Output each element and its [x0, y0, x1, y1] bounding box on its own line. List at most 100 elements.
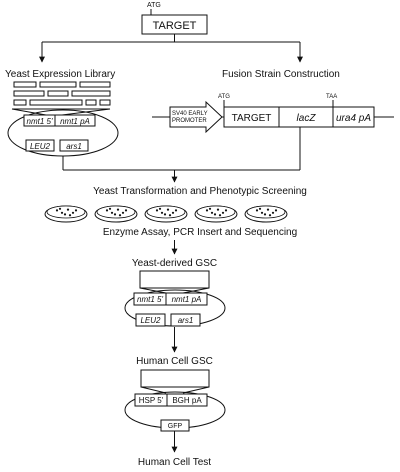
yeast-gsc-terminator-label: nmt1 pA — [172, 295, 202, 304]
colony-dot — [216, 208, 220, 211]
human-gsc-funnel-right — [182, 386, 210, 394]
colony-dot — [108, 207, 112, 210]
fusion-taa-label: TAA — [326, 94, 337, 100]
fusion-atg-label: ATG — [218, 94, 230, 100]
colony-dot — [110, 211, 114, 214]
colony-dot — [260, 211, 264, 214]
top-target-label: TARGET — [153, 20, 197, 32]
colony-dot — [258, 207, 262, 210]
colony-dot — [155, 209, 159, 212]
fusion-body-box — [223, 106, 375, 128]
fusion-terminator-label: ura4 pA — [336, 113, 371, 124]
fragment-5 — [47, 90, 69, 97]
yeast-gsc-origin-box — [170, 313, 201, 327]
colony-dot — [58, 207, 62, 210]
yeast-gsc-marker-label: LEU2 — [140, 316, 161, 325]
fusion-reporter-label: lacZ — [297, 113, 317, 124]
yeast-gsc-plasmid: nmt1 5' nmt1 pA LEU2 ars1 — [124, 289, 226, 327]
library-title: Yeast Expression Library — [5, 69, 115, 80]
colony-dot — [263, 213, 267, 216]
yeast-gsc-promoter-label: nmt1 5' — [137, 295, 163, 304]
human-gsc-insert-box — [140, 369, 210, 388]
library-plasmid: nmt1 5' nmt1 pA LEU2 ars1 — [7, 109, 119, 157]
colony-dot — [71, 211, 75, 214]
colony-dot — [268, 214, 272, 217]
fragment-7 — [13, 99, 27, 106]
human-gsc-reporter-label: GFP — [168, 423, 183, 430]
screening-plates — [44, 205, 288, 223]
yeast-gsc-insert-box — [139, 270, 210, 289]
human-gsc-funnel-left — [140, 386, 167, 394]
fusion-promoter-arrow — [169, 100, 223, 134]
fragment-6 — [71, 90, 111, 97]
colony-dot — [116, 208, 120, 211]
petri-plate-rim — [196, 205, 236, 219]
colony-dot — [205, 209, 209, 212]
assay-label: Enzyme Assay, PCR Insert and Sequencing — [103, 227, 297, 238]
petri-plate — [44, 205, 88, 223]
petri-plate — [244, 205, 288, 223]
library-terminator-box — [54, 114, 96, 127]
library-marker-label: LEU2 — [30, 142, 51, 151]
colony-dot — [124, 209, 128, 212]
human-gsc-terminator-label: BGH pA — [172, 396, 202, 405]
colony-dot — [166, 208, 170, 211]
library-origin-label: ars1 — [66, 142, 82, 151]
fragment-3 — [79, 81, 111, 88]
colony-dot — [66, 208, 70, 211]
human-gsc-terminator-box — [166, 393, 208, 407]
library-origin-box — [59, 139, 89, 152]
colony-dot — [113, 213, 117, 216]
colony-dot — [255, 209, 259, 212]
library-funnel-left — [11, 108, 47, 116]
petri-plate-rim — [146, 205, 186, 219]
fragment-8 — [29, 99, 83, 106]
colony-dot — [60, 211, 64, 214]
colony-dot — [121, 211, 125, 214]
fusion-target-label: TARGET — [232, 113, 272, 124]
colony-dot — [213, 213, 217, 216]
library-promoter-label: nmt1 5' — [27, 117, 53, 126]
fragment-9 — [85, 99, 97, 106]
fragment-2 — [39, 81, 77, 88]
colony-dot — [171, 211, 175, 214]
yeast-gsc-origin-label: ars1 — [178, 316, 194, 325]
human-gsc-title: Human Cell GSC — [136, 356, 213, 367]
colony-dot — [208, 207, 212, 210]
human-gsc-plasmid: HSP 5' BGH pA GFP — [124, 391, 226, 432]
petri-plate — [194, 205, 238, 223]
yeast-gsc-funnel-left — [139, 287, 167, 294]
colony-dot — [74, 209, 78, 212]
human-gsc-promoter-label: HSP 5' — [139, 396, 164, 405]
colony-dot — [105, 209, 109, 212]
colony-dot — [271, 211, 275, 214]
colony-dot — [224, 209, 228, 212]
petri-plate-rim — [96, 205, 136, 219]
colony-dot — [163, 213, 167, 216]
colony-dot — [218, 214, 222, 217]
colony-dot — [68, 214, 72, 217]
colony-dot — [160, 211, 164, 214]
library-terminator-label: nmt1 pA — [60, 117, 90, 126]
petri-plate — [144, 205, 188, 223]
colony-dot — [168, 214, 172, 217]
colony-dot — [274, 209, 278, 212]
yeast-gsc-marker-box — [135, 313, 166, 327]
screening-title: Yeast Transformation and Phenotypic Scre… — [93, 186, 307, 197]
colony-dot — [55, 209, 59, 212]
colony-dot — [266, 208, 270, 211]
colony-dot — [210, 211, 214, 214]
yeast-gsc-terminator-box — [165, 292, 208, 306]
yeast-gsc-title: Yeast-derived GSC — [132, 258, 217, 269]
library-marker-box — [25, 139, 55, 152]
yeast-gsc-funnel-right — [182, 287, 210, 294]
fragment-10 — [99, 99, 111, 106]
colony-dot — [174, 209, 178, 212]
fusion-promoter-line2: PROMOTER — [172, 118, 207, 124]
top-atg-label: ATG — [147, 2, 161, 9]
fusion-title: Fusion Strain Construction — [222, 69, 340, 80]
colony-dot — [118, 214, 122, 217]
petri-plate — [94, 205, 138, 223]
petri-plate-rim — [46, 205, 86, 219]
